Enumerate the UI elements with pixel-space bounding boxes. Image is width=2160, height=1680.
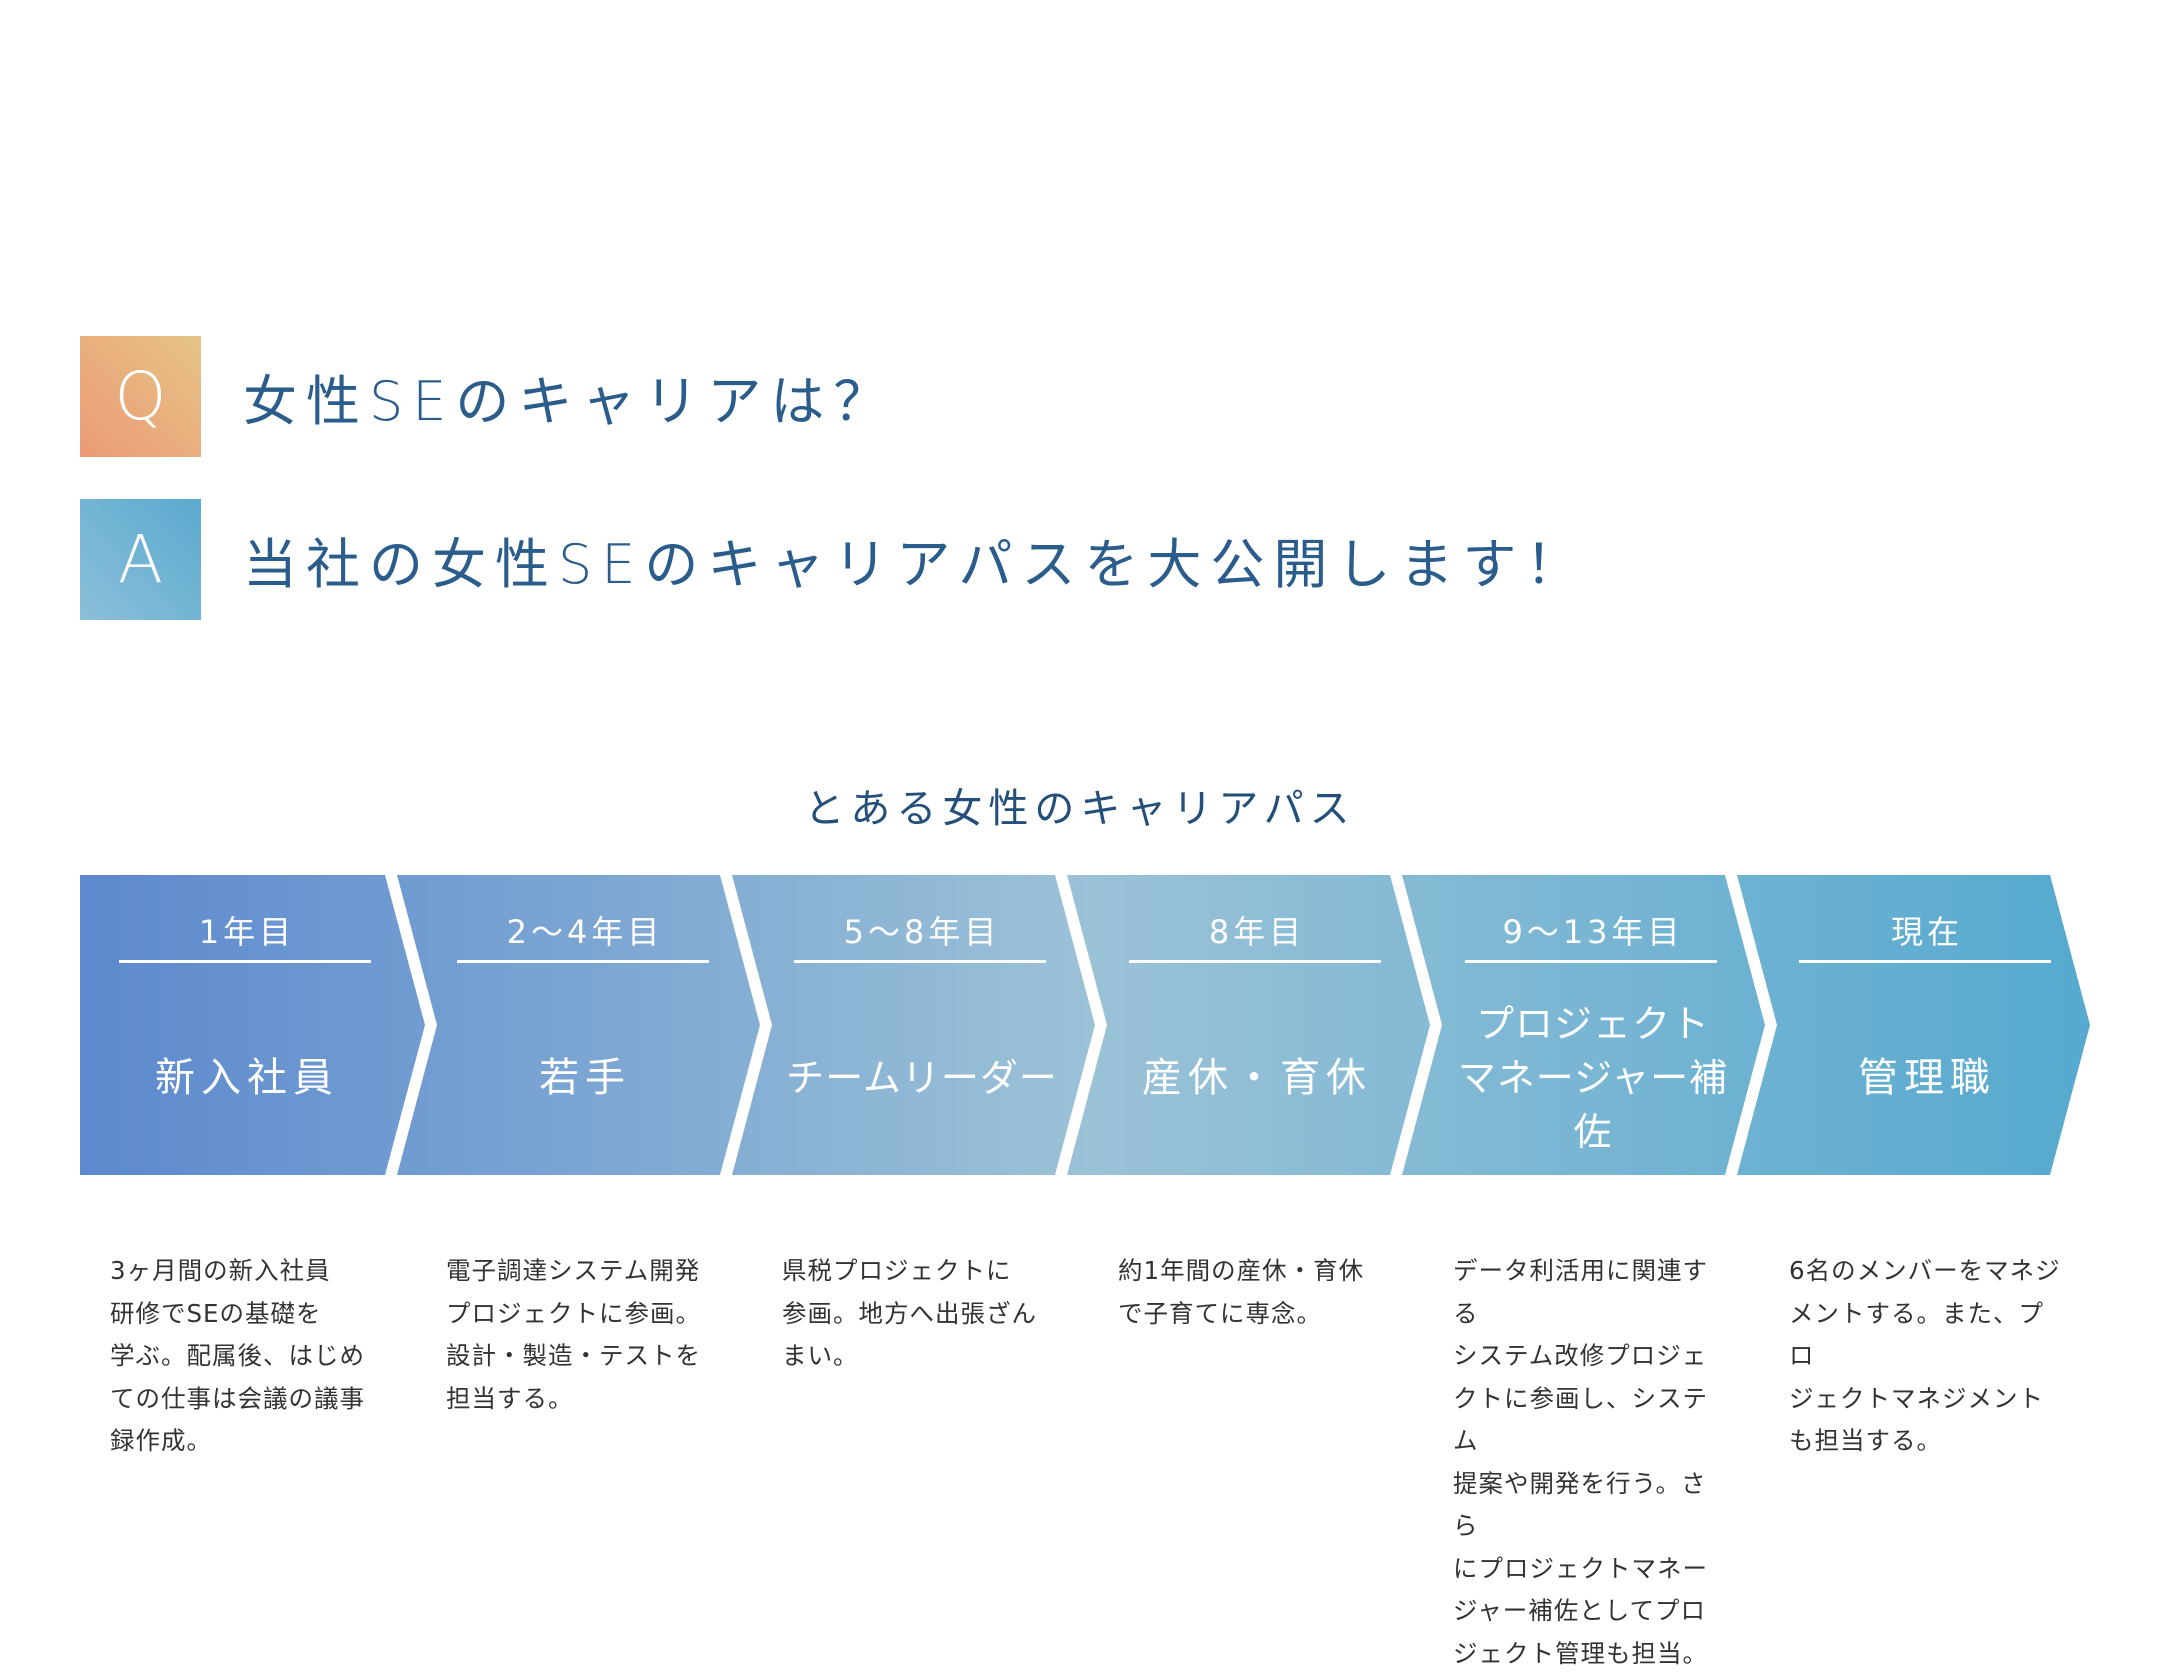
step-5: 9〜13年目 プロジェクト マネージャー補佐 [1458, 875, 1727, 1175]
step-stage: 新入社員 [155, 1055, 339, 1101]
step-period: 1年目 [198, 913, 296, 951]
step-5-description: データ利活用に関連する システム改修プロジェ クトに参画し、システム 提案や開発… [1453, 1256, 1708, 1668]
section-title: とある女性のキャリアパス [804, 786, 1356, 832]
step-period: 8年目 [1208, 913, 1306, 951]
a-badge: A [80, 499, 201, 620]
step-stage: 若手 [539, 1055, 631, 1101]
step-2: 2〜4年目 若手 [455, 875, 715, 1175]
step-stage: 産休・育休 [1142, 1055, 1372, 1101]
chevron-shape-1 [80, 875, 425, 1175]
step-4-description: 約1年間の産休・育休 で子育てに専念。 [1118, 1256, 1365, 1328]
step-3: 5〜8年目 チームリーダー [786, 875, 1057, 1175]
step-stage: プロジェクト マネージャー補佐 [1457, 1002, 1729, 1154]
step-divider [1129, 960, 1381, 963]
chevron-shape-3 [732, 875, 1095, 1175]
step-2-description: 電子調達システム開発 プロジェクトに参画。 設計・製造・テストを 担当する。 [446, 1256, 701, 1413]
q-badge: Q [80, 336, 201, 457]
answer-text: 当社の女性SEのキャリアパスを大公開します！ [243, 533, 1589, 596]
step-divider [1465, 960, 1717, 963]
chevron-shape-6 [1737, 875, 2090, 1175]
chevron-shape-2 [397, 875, 760, 1175]
question-text: 女性SEのキャリアは？ [243, 370, 897, 433]
step-4: 8年目 産休・育休 [1127, 875, 1387, 1175]
step-divider [119, 960, 371, 963]
step-3-description: 県税プロジェクトに 参画。地方へ出張ざん まい。 [782, 1256, 1037, 1370]
step-divider [794, 960, 1046, 963]
step-divider [1799, 960, 2051, 963]
chevron-shape-4 [1067, 875, 1430, 1175]
step-6-description: 6名のメンバーをマネジ メントする。また、プロ ジェクトマネジメント も担当する… [1789, 1256, 2061, 1455]
step-divider [457, 960, 709, 963]
step-period: 2〜4年目 [506, 913, 664, 951]
answer-row: A 当社の女性SEのキャリアパスを大公開します！ [80, 499, 1588, 620]
step-period: 現在 [1890, 913, 1963, 951]
step-stage: チームリーダー [786, 1056, 1058, 1100]
step-1: 1年目 新入社員 [117, 875, 377, 1175]
chevron-shape-5 [1402, 875, 1765, 1175]
step-6: 現在 管理職 [1797, 875, 2057, 1175]
step-stage: 管理職 [1858, 1055, 1996, 1101]
step-1-description: 3ヶ月間の新入社員 研修でSEの基礎を 学ぶ。配属後、はじめ ての仕事は会議の議… [110, 1256, 365, 1455]
step-period: 9〜13年目 [1502, 913, 1684, 951]
question-row: Q 女性SEのキャリアは？ [80, 336, 896, 457]
step-period: 5〜8年目 [843, 913, 1001, 951]
